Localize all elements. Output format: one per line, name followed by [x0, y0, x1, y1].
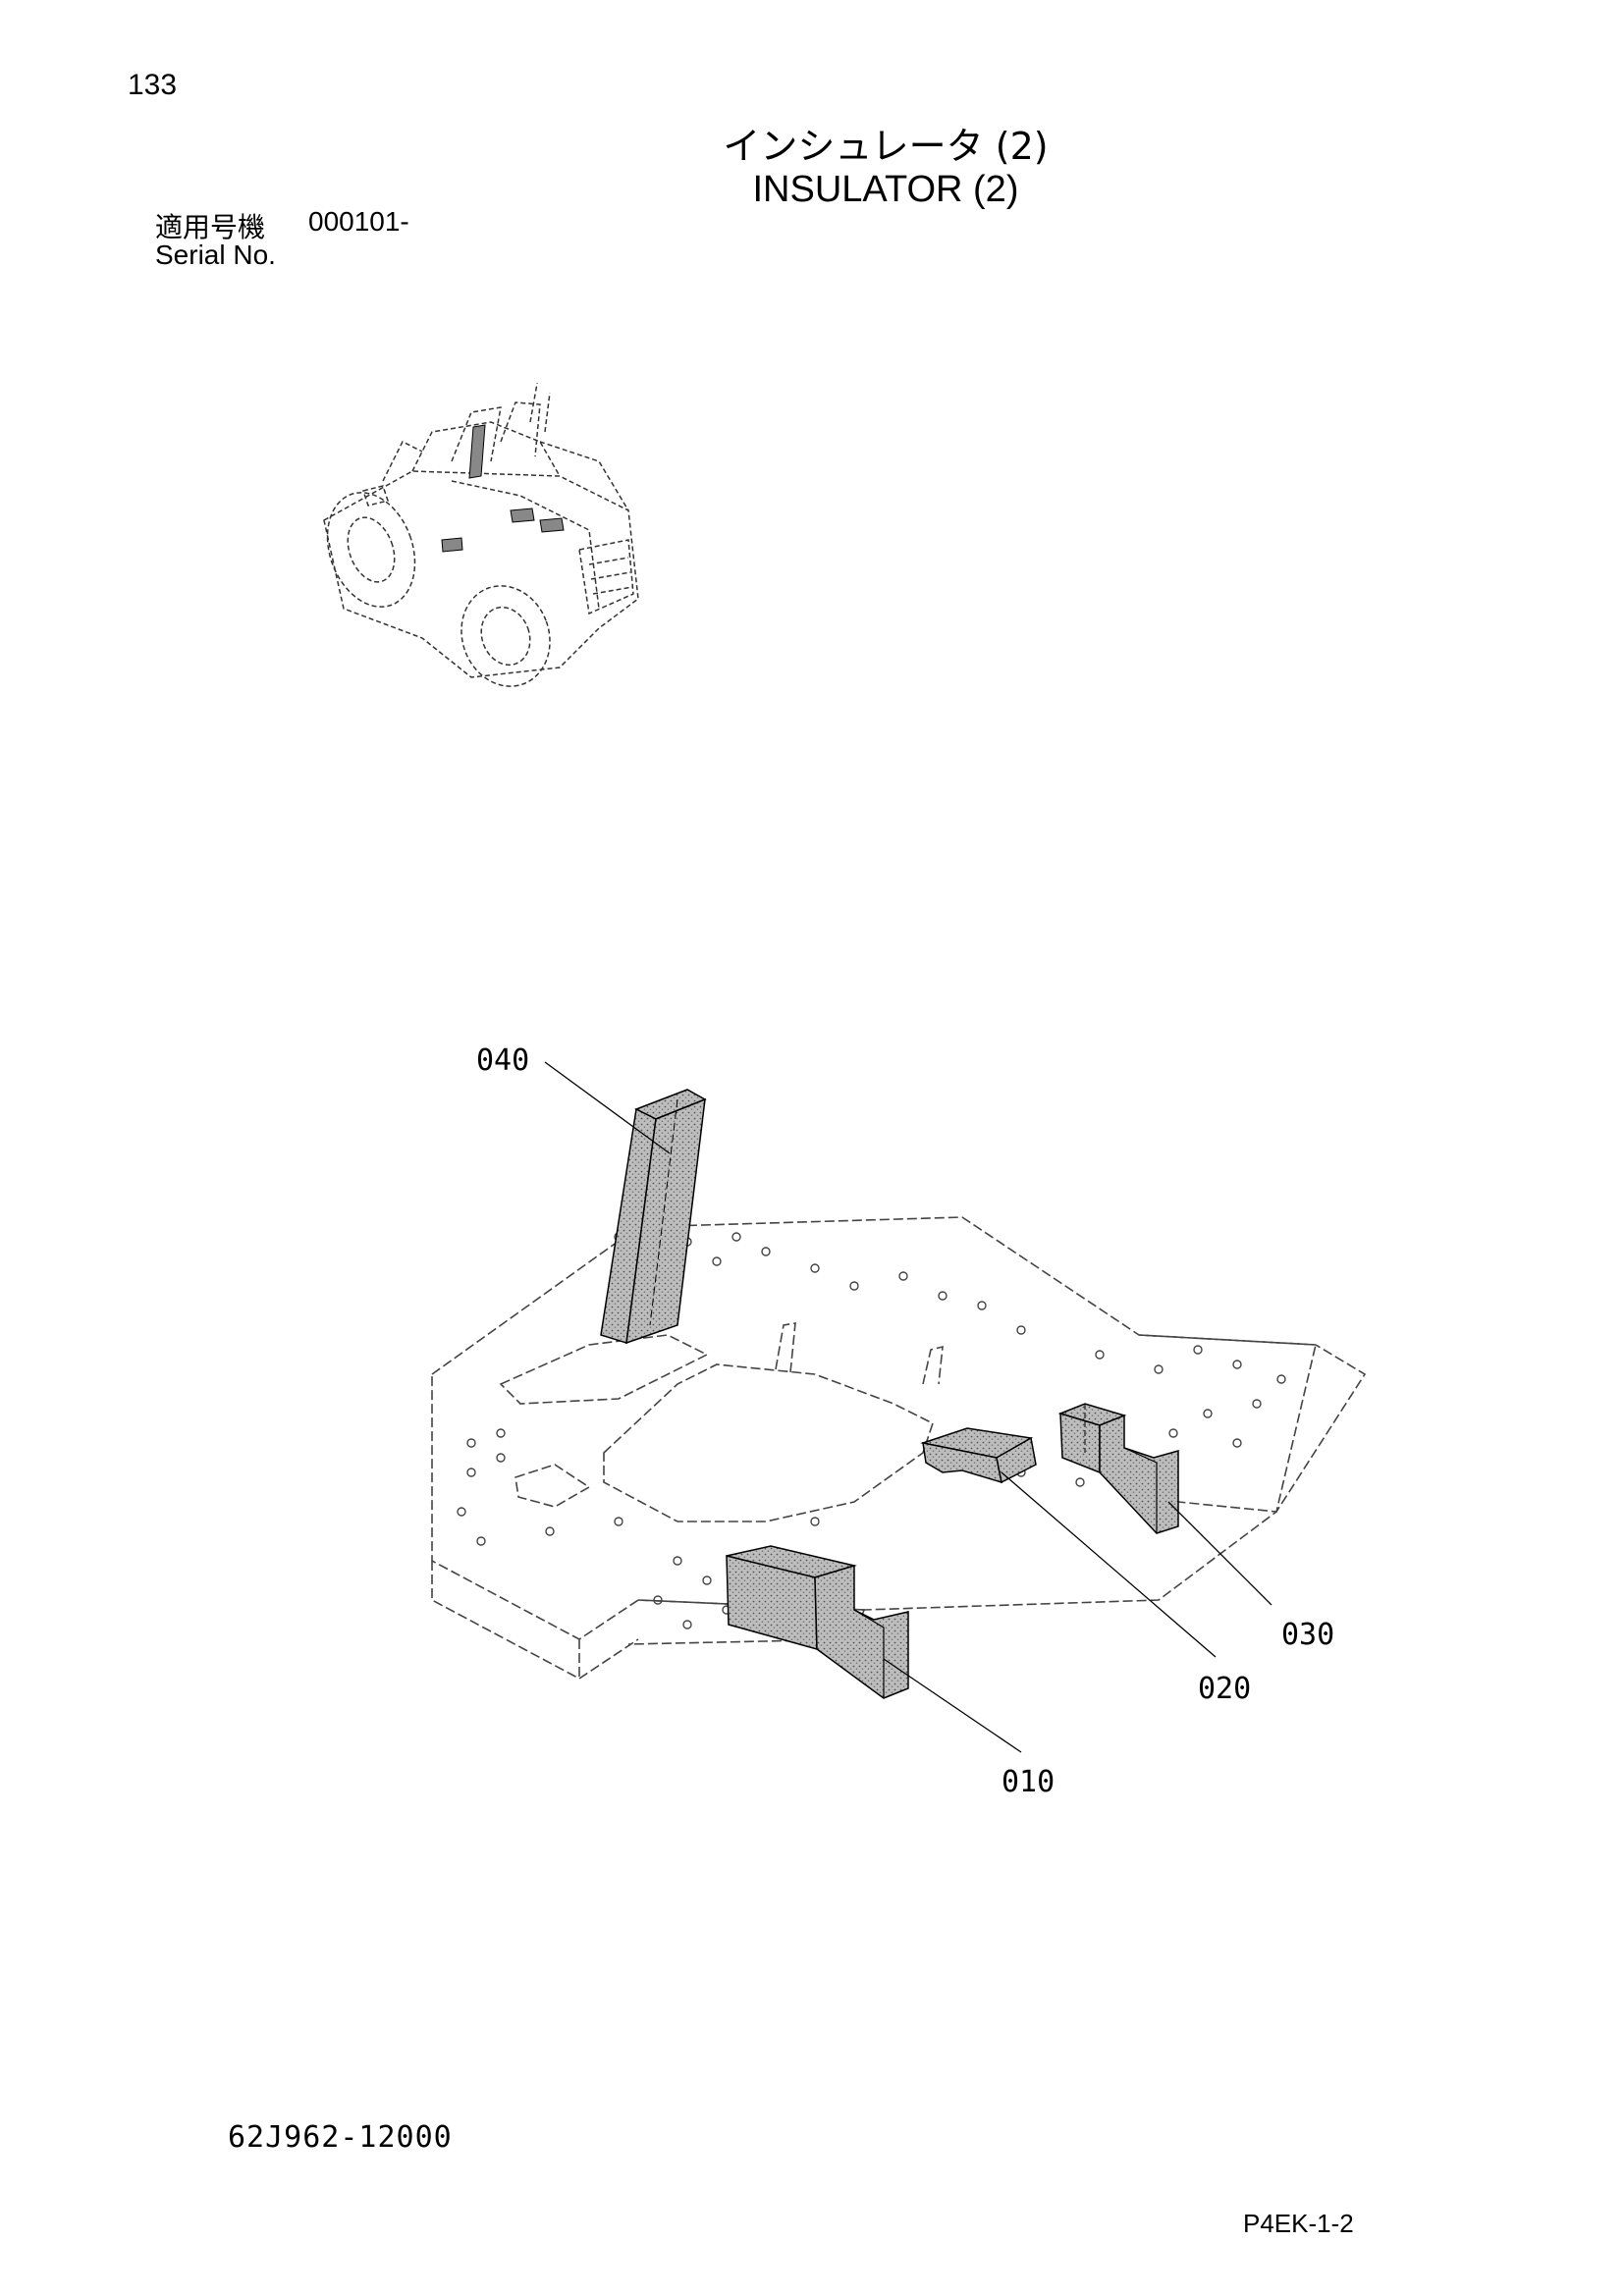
insulator-parts-diagram: 040 010 020 030	[431, 1043, 1367, 1799]
leader-line-020	[1001, 1471, 1217, 1658]
page-number: 133	[128, 69, 178, 101]
page-title-japanese: インシュレータ (2)	[723, 125, 1049, 168]
page-title-english: INSULATOR (2)	[752, 169, 1019, 210]
drawing-code: 62J962-12000	[228, 2120, 453, 2155]
insulator-part-020	[920, 1427, 1037, 1484]
callout-020: 020	[1198, 1672, 1251, 1706]
leader-line-040	[544, 1061, 671, 1154]
page-code: P4EK-1-2	[1243, 2209, 1354, 2238]
callout-040: 040	[476, 1043, 529, 1078]
serial-label-japanese: 適用号機	[155, 211, 266, 243]
insulator-part-010	[726, 1545, 909, 1699]
callout-030: 030	[1281, 1618, 1334, 1652]
leader-line-030	[1167, 1501, 1272, 1606]
insulator-part-040	[600, 1089, 707, 1345]
machine-overview-illustration	[323, 383, 639, 687]
callout-010: 010	[1001, 1765, 1055, 1799]
insulator-part-030	[1057, 1403, 1179, 1534]
serial-number-value: 000101-	[308, 206, 409, 237]
leader-line-010	[883, 1658, 1022, 1753]
serial-label-english: Serial No.	[155, 240, 276, 270]
